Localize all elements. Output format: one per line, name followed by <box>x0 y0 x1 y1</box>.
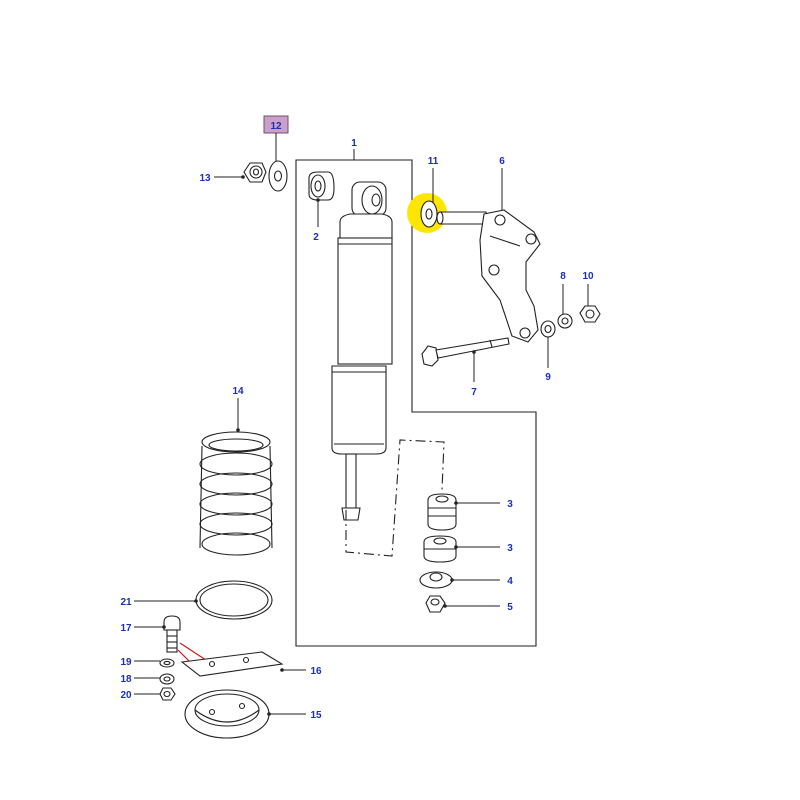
callout-12[interactable]: 12 <box>270 121 282 132</box>
spring-washer-part-8[interactable] <box>557 313 573 329</box>
callout-4[interactable]: 4 <box>507 576 513 587</box>
bush-part-2[interactable] <box>308 171 335 201</box>
callout-19[interactable]: 19 <box>120 657 132 668</box>
callout-18[interactable]: 18 <box>120 674 132 685</box>
callout-10[interactable]: 10 <box>582 271 594 282</box>
nut-part-5[interactable] <box>425 595 446 613</box>
kit-boundary-outline <box>295 159 537 647</box>
callout-5[interactable]: 5 <box>507 602 513 613</box>
assembly-centerline <box>345 439 445 557</box>
coil-spring-part-14[interactable] <box>199 431 273 556</box>
rubber-bush-part-3-upper[interactable] <box>427 493 457 531</box>
callout-14[interactable]: 14 <box>232 386 244 397</box>
cup-washer-part-4[interactable] <box>419 571 453 589</box>
rubber-bush-part-3-lower[interactable] <box>423 535 457 563</box>
callout-16[interactable]: 16 <box>310 666 322 677</box>
callout-21[interactable]: 21 <box>120 597 132 608</box>
callout-7[interactable]: 7 <box>471 387 477 398</box>
spring-seat-part-15[interactable] <box>184 689 270 739</box>
callout-3-lower[interactable]: 3 <box>507 543 513 554</box>
o-ring-part-21[interactable] <box>195 580 273 620</box>
callout-8[interactable]: 8 <box>560 271 566 282</box>
spring-washer-part-18[interactable] <box>159 673 175 685</box>
shock-absorber-part-1[interactable] <box>331 181 393 521</box>
bolt-part-17[interactable] <box>163 615 181 653</box>
callout-13[interactable]: 13 <box>199 173 211 184</box>
bolt-part-7[interactable] <box>421 337 510 367</box>
callout-17[interactable]: 17 <box>120 623 132 634</box>
washer-part-19[interactable] <box>159 658 175 668</box>
washer-part-12[interactable] <box>268 160 288 192</box>
nut-part-20[interactable] <box>159 687 176 701</box>
callout-15[interactable]: 15 <box>310 710 322 721</box>
nut-part-10[interactable] <box>579 305 601 323</box>
nut-part-13[interactable] <box>243 162 267 183</box>
callout-1[interactable]: 1 <box>351 138 357 149</box>
washer-part-11[interactable] <box>420 200 438 228</box>
washer-part-9[interactable] <box>540 320 556 338</box>
callout-11[interactable]: 11 <box>428 156 439 167</box>
callout-3-upper[interactable]: 3 <box>507 499 513 510</box>
callout-20[interactable]: 20 <box>120 690 132 701</box>
callout-9[interactable]: 9 <box>545 372 551 383</box>
callout-6[interactable]: 6 <box>499 156 505 167</box>
bracket-part-6[interactable] <box>436 209 541 343</box>
callout-2[interactable]: 2 <box>313 232 319 243</box>
packing-plate-part-16[interactable] <box>180 651 284 677</box>
